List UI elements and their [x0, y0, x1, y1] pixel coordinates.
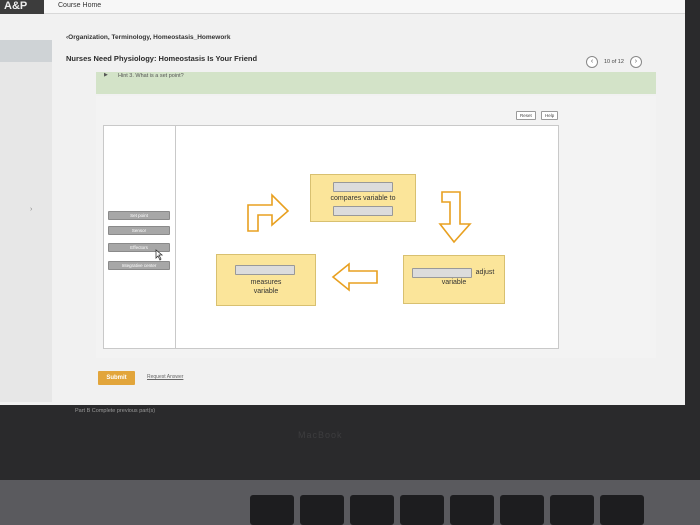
label-integrative-center[interactable]: Integrative center	[108, 261, 170, 270]
brand-logo: A&P	[0, 0, 44, 14]
keyboard-key	[500, 495, 544, 525]
drop-target-left[interactable]	[235, 265, 295, 275]
screen: A&P Course Home › ‹Organization, Termino…	[0, 0, 685, 405]
pager: ‹ 10 of 12 ›	[586, 56, 642, 68]
keyboard-key	[550, 495, 594, 525]
measure-text-2: variable	[253, 288, 279, 295]
adjust-box: adjust variable	[403, 255, 505, 304]
pager-label: 10 of 12	[604, 59, 624, 65]
label-sensor[interactable]: Sensor	[108, 226, 170, 235]
bezel-label: MacBook	[298, 430, 343, 440]
hint-bar[interactable]: ▶ Hint 3. What is a set point?	[96, 72, 656, 94]
drop-target-top[interactable]	[333, 182, 393, 192]
diagram-canvas	[103, 125, 559, 349]
pager-prev-button[interactable]: ‹	[586, 56, 598, 68]
pager-next-button[interactable]: ›	[629, 56, 642, 68]
hint-text[interactable]: Hint 3. What is a set point?	[118, 73, 184, 79]
compare-box: compares variable to	[310, 174, 416, 222]
cursor-icon	[155, 249, 164, 261]
measure-box: measures variable	[216, 254, 316, 306]
keyboard-key	[400, 495, 444, 525]
page-title: Nurses Need Physiology: Homeostasis Is Y…	[66, 54, 258, 63]
label-effectors[interactable]: Effectors	[108, 243, 170, 252]
adjust-text-1: adjust	[475, 269, 495, 276]
keyboard-key	[450, 495, 494, 525]
hint-expand-icon[interactable]: ▶	[104, 72, 108, 78]
top-bar: A&P Course Home	[0, 0, 685, 14]
drop-target-right[interactable]	[412, 268, 472, 278]
label-tray	[103, 125, 176, 349]
sidebar-expand-icon[interactable]: ›	[30, 206, 33, 213]
help-button[interactable]: Help	[541, 111, 559, 120]
drop-target-top-2[interactable]	[333, 206, 393, 216]
arrow-left-icon	[331, 262, 378, 292]
measure-text-1: measures	[250, 279, 282, 286]
keyboard-key	[350, 495, 394, 525]
keyboard-key	[600, 495, 644, 525]
left-sidebar-header	[0, 40, 52, 62]
arrow-up-right-icon	[247, 193, 290, 232]
submit-button[interactable]: Submit	[98, 371, 135, 385]
reset-button[interactable]: Reset	[516, 111, 536, 120]
part-b-label: Part B Complete previous part(s)	[75, 408, 156, 414]
adjust-text-2: variable	[441, 279, 467, 286]
compare-text: compares variable to	[330, 195, 396, 202]
arrow-down-icon	[438, 191, 472, 244]
label-set-point[interactable]: Set point	[108, 211, 170, 220]
keyboard-key	[300, 495, 344, 525]
keyboard-key	[250, 495, 294, 525]
breadcrumb[interactable]: ‹Organization, Terminology, Homeostasis_…	[66, 34, 231, 41]
left-sidebar	[0, 62, 52, 402]
request-answer-link[interactable]: Request Answer	[147, 374, 184, 380]
course-home-link[interactable]: Course Home	[58, 2, 102, 9]
